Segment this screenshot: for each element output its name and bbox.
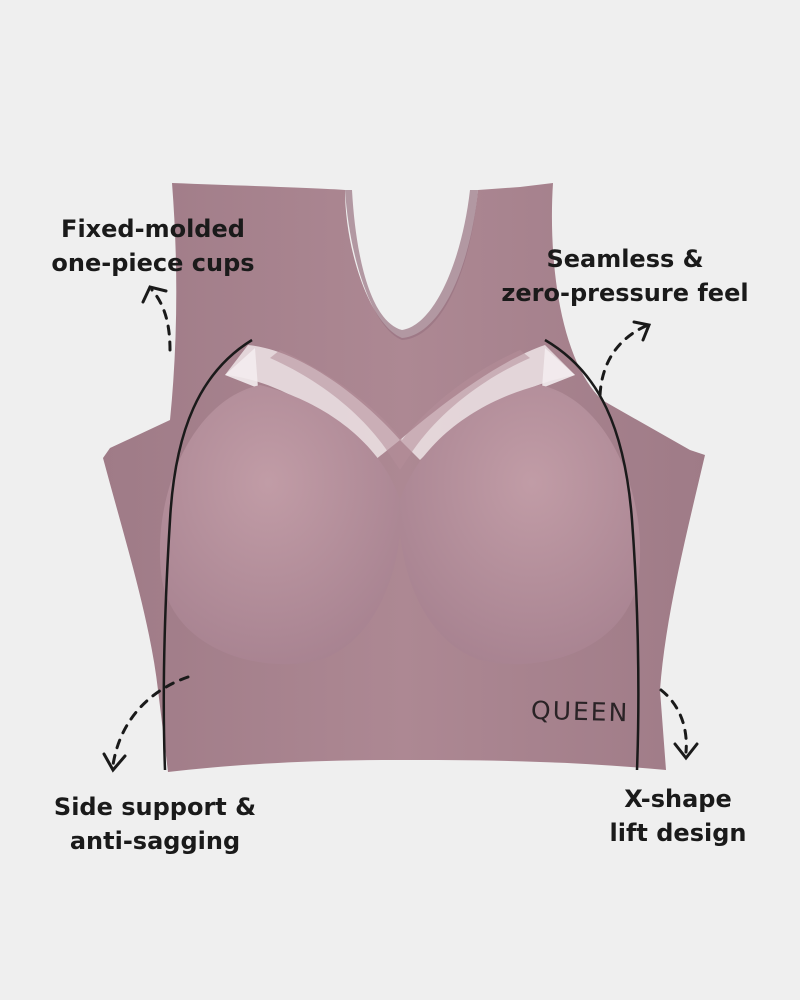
mesh-side-left <box>225 348 258 388</box>
callout-line: Fixed-molded <box>61 215 245 243</box>
dashed-arrow-up-icon <box>598 320 652 397</box>
mesh-side-right <box>542 348 575 388</box>
callout-line: Seamless & <box>546 245 704 273</box>
callout-line: Side support & <box>53 793 257 821</box>
side-seam-right <box>544 338 640 771</box>
callout-line: anti-sagging <box>69 827 241 855</box>
x-cross-band <box>270 350 530 470</box>
mesh-panel-left <box>225 345 400 460</box>
callout-seamless: Seamless & zero-pressure feel <box>498 242 752 310</box>
neckline-band <box>345 190 478 340</box>
side-seam-left <box>162 338 253 771</box>
callout-line: X-shape <box>624 785 732 813</box>
dashed-arrow-up-icon <box>141 285 172 352</box>
callout-line: zero-pressure feel <box>501 279 749 307</box>
cup-right <box>399 385 641 665</box>
callout-line: lift design <box>609 819 747 847</box>
dashed-arrow-down-icon <box>102 675 190 773</box>
brand-print: QUEEN <box>530 695 630 728</box>
dashed-arrow-down-icon <box>659 688 699 761</box>
callout-cups: Fixed-molded one-piece cups <box>48 212 258 280</box>
callout-line: one-piece cups <box>51 249 255 277</box>
callout-side-support: Side support & anti-sagging <box>44 790 266 858</box>
mesh-panel-right <box>400 345 575 460</box>
cup-left <box>159 385 401 665</box>
callout-xshape: X-shape lift design <box>598 782 758 850</box>
